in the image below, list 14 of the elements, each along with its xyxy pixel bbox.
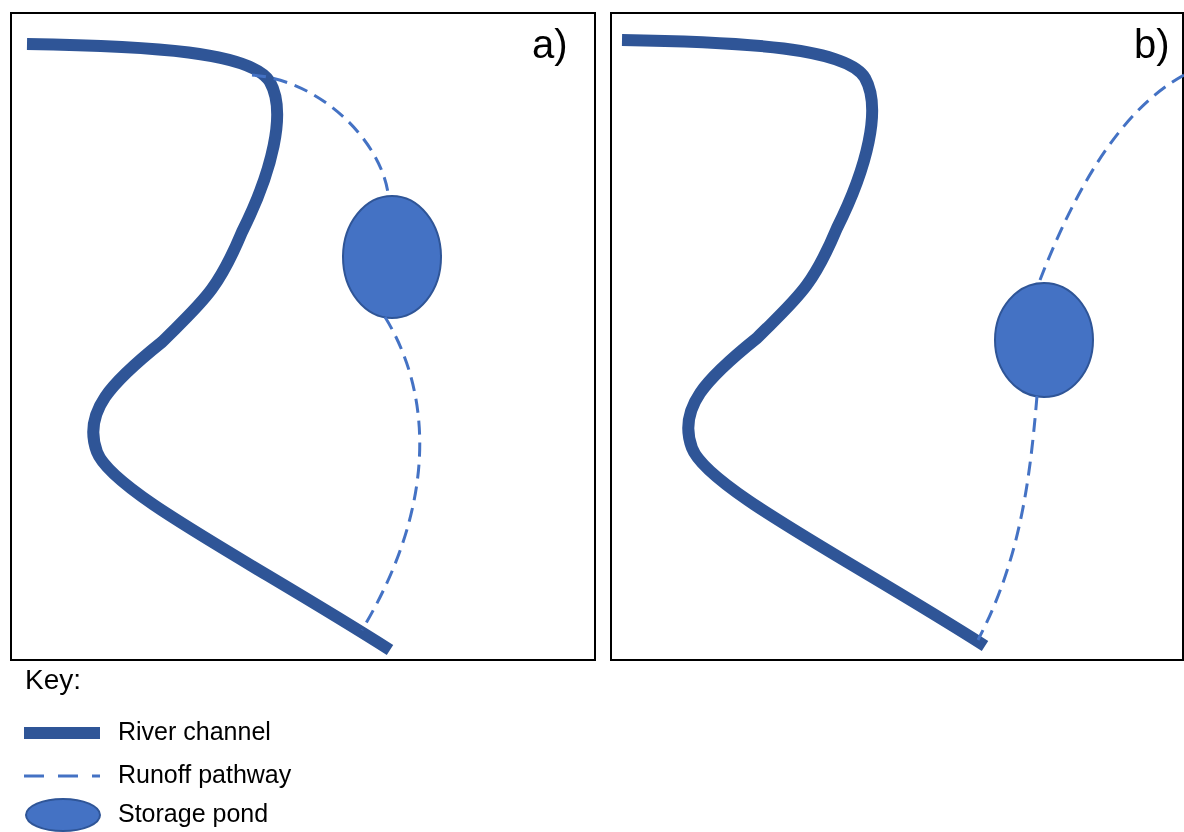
legend-label: Runoff pathway bbox=[118, 762, 292, 787]
runoff-pathway bbox=[251, 73, 390, 194]
panel-label: a) bbox=[532, 24, 568, 64]
runoff-pathway bbox=[976, 395, 1039, 641]
runoff-pathway bbox=[360, 316, 422, 631]
key-heading: Key: bbox=[25, 666, 82, 694]
panel-frame bbox=[610, 12, 1184, 661]
panel-frame bbox=[10, 12, 596, 661]
runoff-pathway bbox=[1038, 73, 1184, 281]
storage-pond bbox=[342, 195, 442, 319]
panel-label: b) bbox=[1134, 24, 1170, 64]
legend-label: River channel bbox=[118, 719, 271, 744]
legend-label: Storage pond bbox=[118, 801, 269, 826]
storage-pond bbox=[994, 282, 1094, 398]
